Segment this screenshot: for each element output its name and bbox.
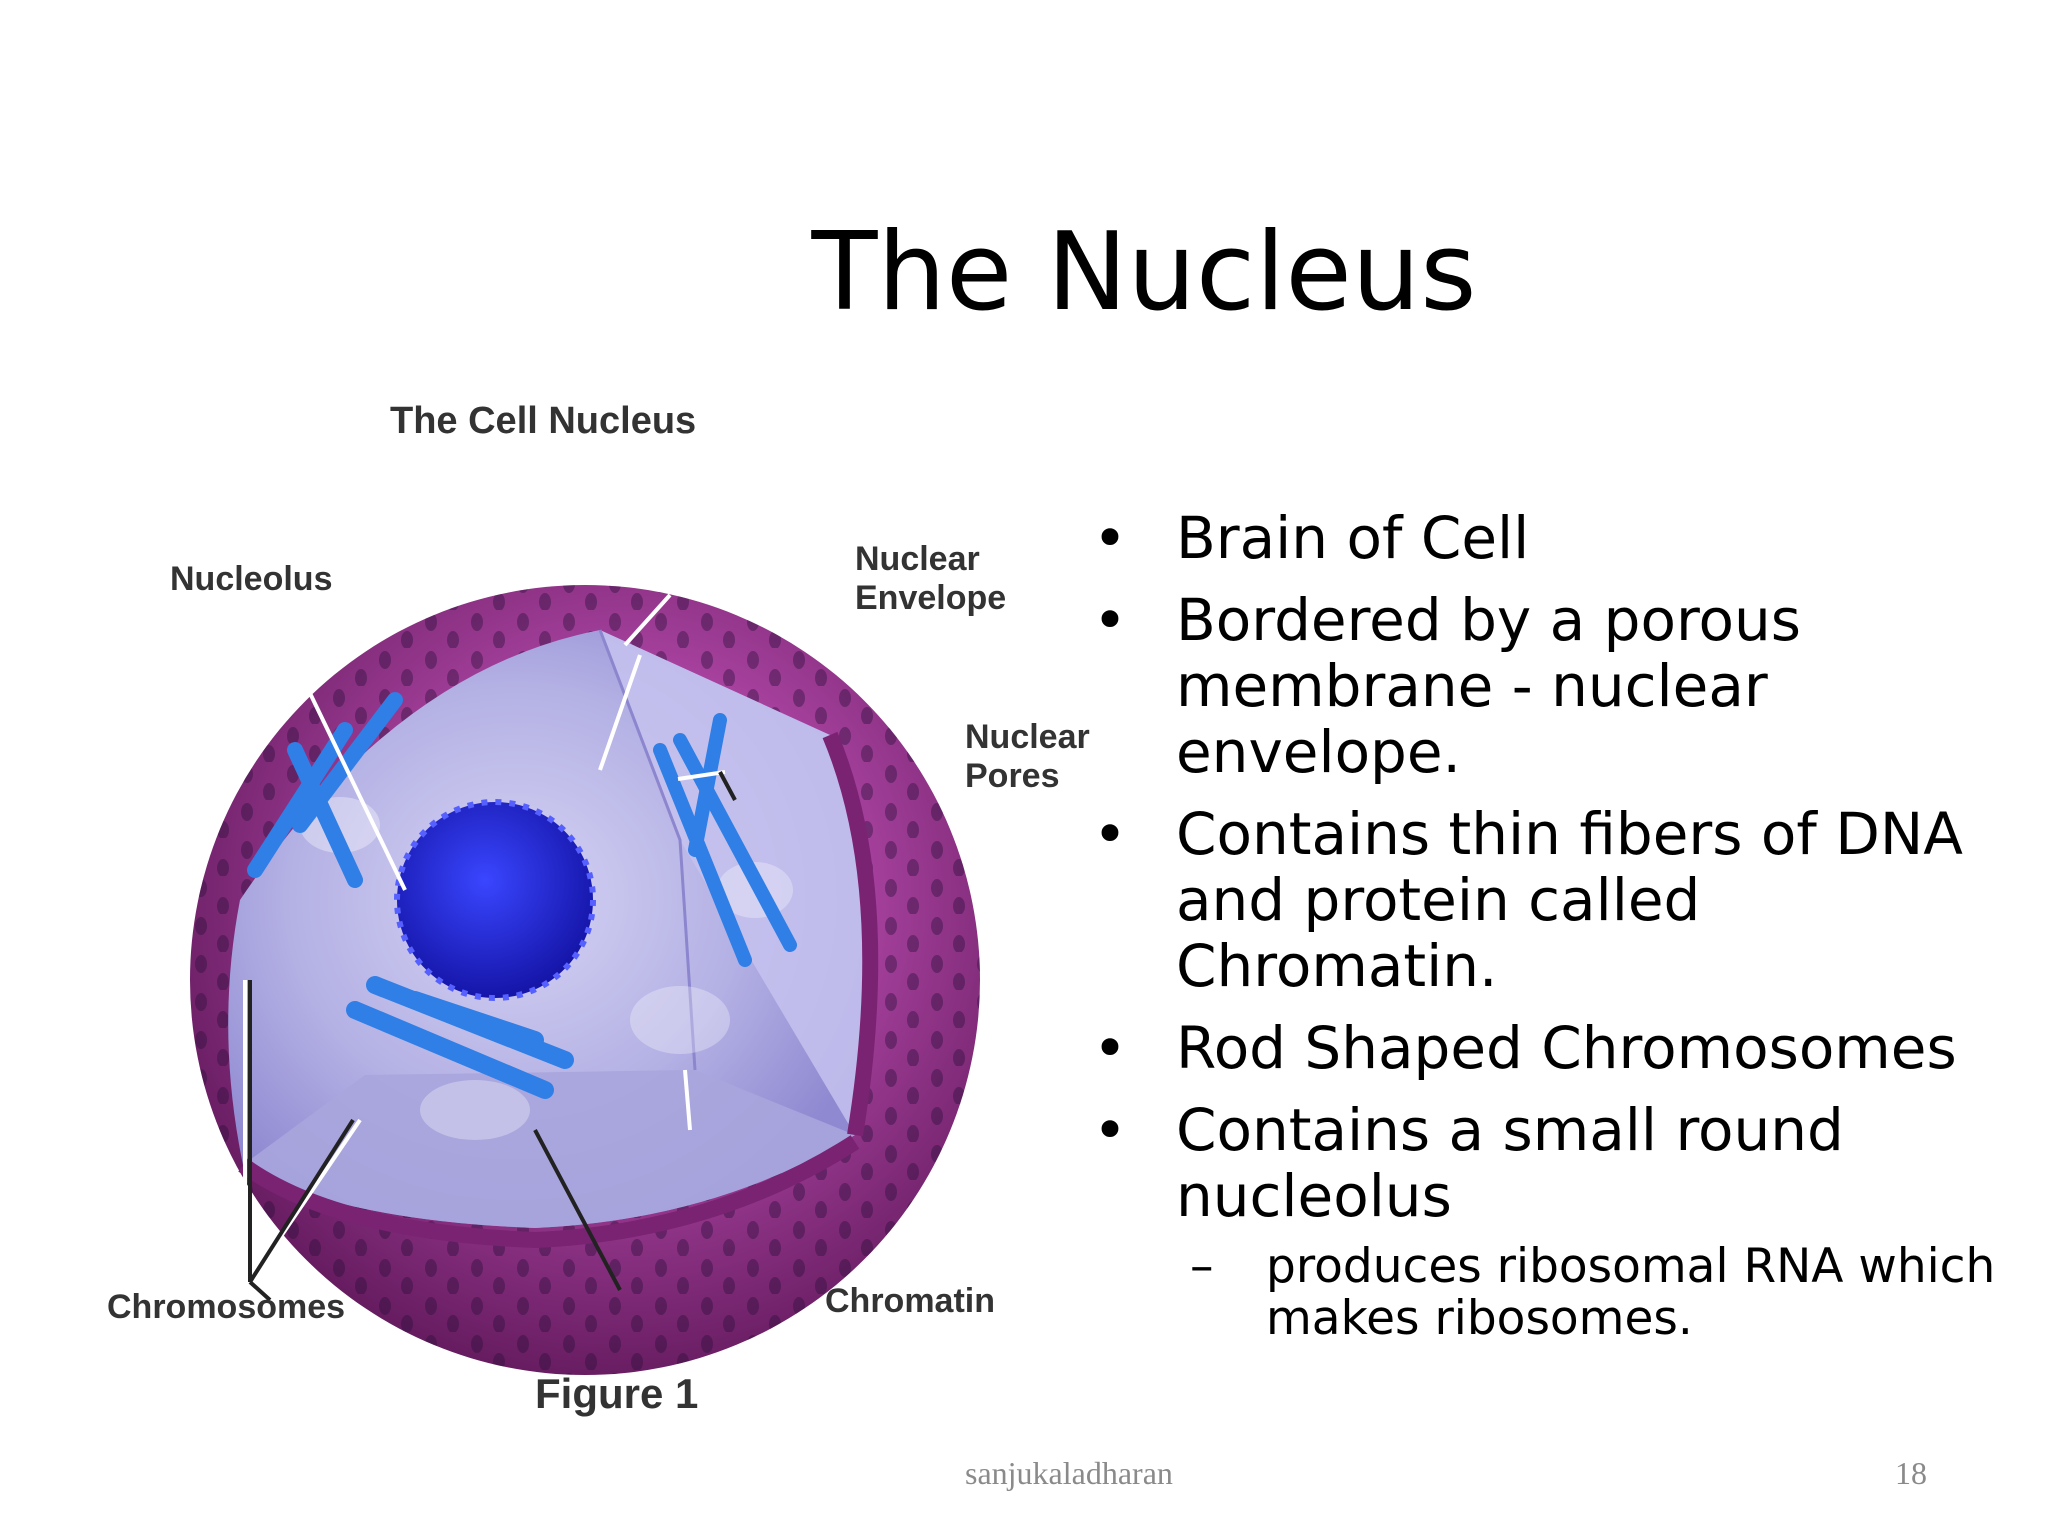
- pointer-lines-white: [243, 593, 726, 1284]
- label-chromosomes: Chromosomes: [107, 1288, 346, 1326]
- bullet-text: Contains a small round nucleolus: [1176, 1096, 1844, 1230]
- bullet-glyph: •: [1092, 504, 1128, 572]
- chromosome-left: [247, 692, 403, 888]
- bullet-item: • Bordered by a porous membrane - nuclea…: [1090, 587, 2030, 785]
- bullet-glyph: •: [1092, 800, 1128, 868]
- bullet-item: • Brain of Cell: [1090, 505, 2030, 571]
- footer-author: sanjukaladharan: [965, 1455, 1173, 1491]
- bullet-item: • Contains thin fibers of DNA and protei…: [1090, 801, 2030, 999]
- bullet-glyph: •: [1092, 1014, 1128, 1082]
- cell-nucleus-figure: The Cell Nucleus Nucleolus Nuclear Envel…: [95, 400, 1095, 1440]
- bullet-text: Bordered by a porous membrane - nuclear …: [1176, 586, 1802, 786]
- bullet-text: Brain of Cell: [1176, 504, 1530, 572]
- bullet-item: • Contains a small round nucleolus: [1090, 1097, 2030, 1229]
- figure-title: The Cell Nucleus: [390, 400, 697, 442]
- bullet-text: Rod Shaped Chromosomes: [1176, 1014, 1957, 1082]
- nucleus-illustration: [190, 585, 980, 1375]
- bullet-list: • Brain of Cell • Bordered by a porous m…: [1090, 505, 2030, 1345]
- slide-title: The Nucleus: [811, 210, 1477, 335]
- bullet-text: Contains thin fibers of DNA and protein …: [1176, 800, 1963, 1000]
- page-number: 18: [1895, 1455, 1927, 1491]
- label-nucleolus: Nucleolus: [170, 560, 333, 598]
- chromosome-bottom: [346, 976, 574, 1099]
- bullet-glyph: •: [1092, 586, 1128, 654]
- nucleolus-shape: [397, 802, 593, 998]
- label-nuclear-pores-line2: Pores: [965, 757, 1060, 796]
- pointer-lines-dark: [248, 771, 737, 1302]
- sub-bullet-text: produces ribosomal RNA which makes ribos…: [1266, 1239, 1996, 1346]
- sub-bullet-item: – produces ribosomal RNA which makes rib…: [1090, 1241, 2030, 1345]
- label-nuclear-pores-line1: Nuclear: [965, 718, 1090, 756]
- bullet-item: • Rod Shaped Chromosomes: [1090, 1015, 2030, 1081]
- label-chromatin: Chromatin: [825, 1282, 995, 1320]
- label-nuclear-envelope-line1: Nuclear: [855, 540, 980, 578]
- figure-caption: Figure 1: [535, 1370, 699, 1417]
- label-nuclear-envelope: Nuclear Envelope: [855, 540, 1006, 618]
- sub-bullet-glyph: –: [1190, 1239, 1214, 1294]
- label-nuclear-envelope-line2: Envelope: [855, 579, 1007, 618]
- label-nuclear-pores: Nuclear Pores: [965, 718, 1090, 796]
- bullet-glyph: •: [1092, 1096, 1128, 1164]
